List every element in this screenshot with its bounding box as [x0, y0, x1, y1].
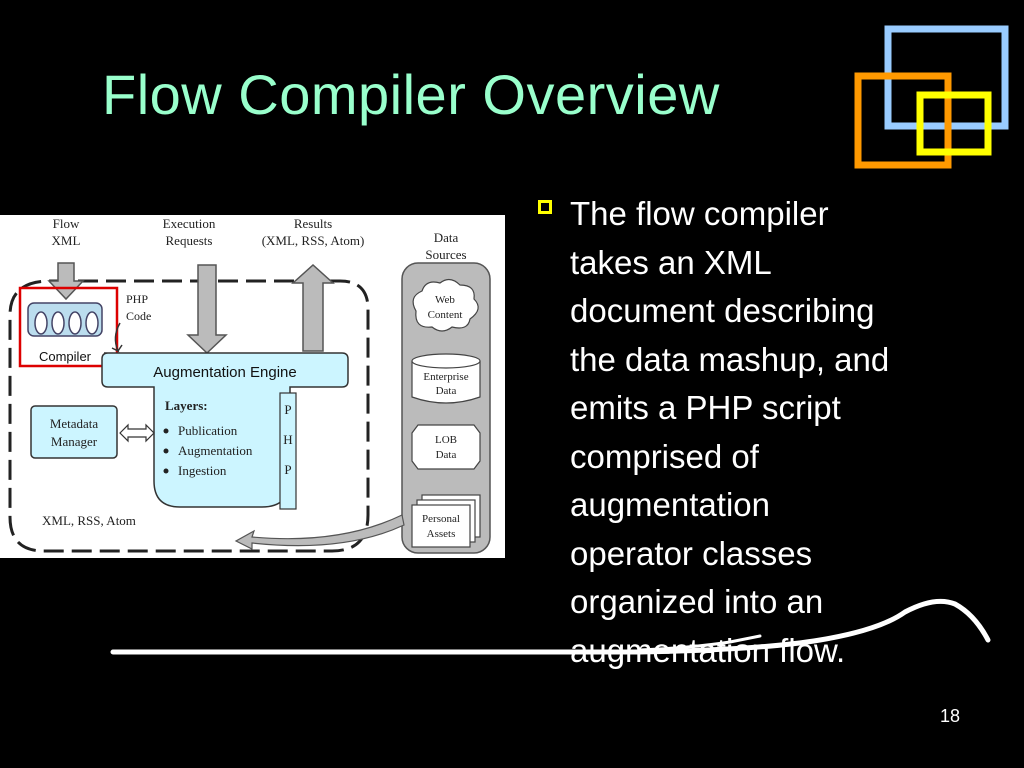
metadata-double-arrow [119, 423, 155, 443]
augmentation-engine-label: Augmentation Engine [153, 364, 296, 381]
execution-requests-arrow [186, 264, 228, 355]
results-label-2: (XML, RSS, Atom) [262, 233, 365, 248]
php-letter-p2: P [284, 462, 291, 477]
flow-xml-arrow [47, 262, 85, 301]
lob-data-label-2: Data [436, 449, 457, 461]
layers-heading: Layers: [165, 398, 208, 413]
bullet-line: document describing [570, 292, 875, 329]
web-content-label-1: Web [435, 294, 455, 306]
ingestion-arrow [234, 514, 405, 550]
metadata-manager-label-1: Metadata [50, 416, 99, 431]
bullet-line: emits a PHP script [570, 389, 841, 426]
data-sources-label-1: Data [434, 230, 459, 245]
web-content-label-2: Content [428, 309, 463, 321]
bullet-square-icon [538, 200, 552, 214]
layer-augmentation: Augmentation [178, 443, 253, 458]
deco-square-yellow [916, 91, 992, 156]
data-sources-panel [401, 262, 491, 554]
lob-data-shape [411, 424, 481, 470]
lob-data-label-1: LOB [435, 434, 457, 446]
php-letter-p1: P [284, 402, 291, 417]
personal-assets-stack [411, 504, 471, 548]
bullet-line: the data mashup, and [570, 340, 890, 378]
web-content-cloud [412, 278, 479, 332]
php-vertical-bar [279, 392, 297, 510]
bullet-line: The flow compiler [570, 195, 829, 232]
php-code-label-1: PHP [126, 292, 148, 306]
data-sources-label-2: Sources [425, 247, 466, 262]
metadata-manager-label-2: Manager [51, 434, 98, 449]
bullet-line: takes an XML [570, 243, 772, 281]
results-arrow [291, 263, 335, 352]
personal-assets-label-2: Assets [427, 528, 456, 540]
enterprise-data-label-1: Enterprise [423, 371, 468, 383]
output-formats-label: XML, RSS, Atom [42, 513, 136, 528]
php-code-label-2: Code [126, 309, 151, 323]
enterprise-data-label-2: Data [436, 385, 457, 397]
page-number: 18 [940, 706, 961, 726]
system-boundary [8, 279, 370, 553]
layer-publication: Publication [178, 423, 238, 438]
personal-assets-label-1: Personal [422, 513, 460, 525]
slide-title: Flow Compiler Overview [102, 63, 720, 126]
bullet-text: The flow compiler takes an XML document … [570, 190, 990, 675]
execution-requests-label-1: Execution [163, 216, 216, 231]
flow-xml-label-1: Flow [53, 216, 80, 231]
flow-xml-label-2: XML [52, 233, 81, 248]
enterprise-data-cylinder [411, 361, 481, 404]
bullet-line: operator classes [570, 534, 813, 572]
results-label-1: Results [294, 216, 332, 231]
architecture-diagram: Flow XML Execution Requests Results (XML… [0, 215, 505, 558]
deco-square-orange [854, 72, 952, 169]
metadata-manager-box [30, 405, 118, 459]
layer-ingestion: Ingestion [178, 463, 227, 478]
php-letter-h: H [283, 432, 292, 447]
bullet-line: comprised of [570, 437, 759, 475]
compiler-highlight [18, 286, 119, 368]
compiler-label: Compiler [39, 349, 92, 364]
bullet-line: organized into an [570, 583, 824, 620]
execution-requests-label-2: Requests [166, 233, 213, 248]
bullet-line: augmentation [570, 486, 770, 523]
